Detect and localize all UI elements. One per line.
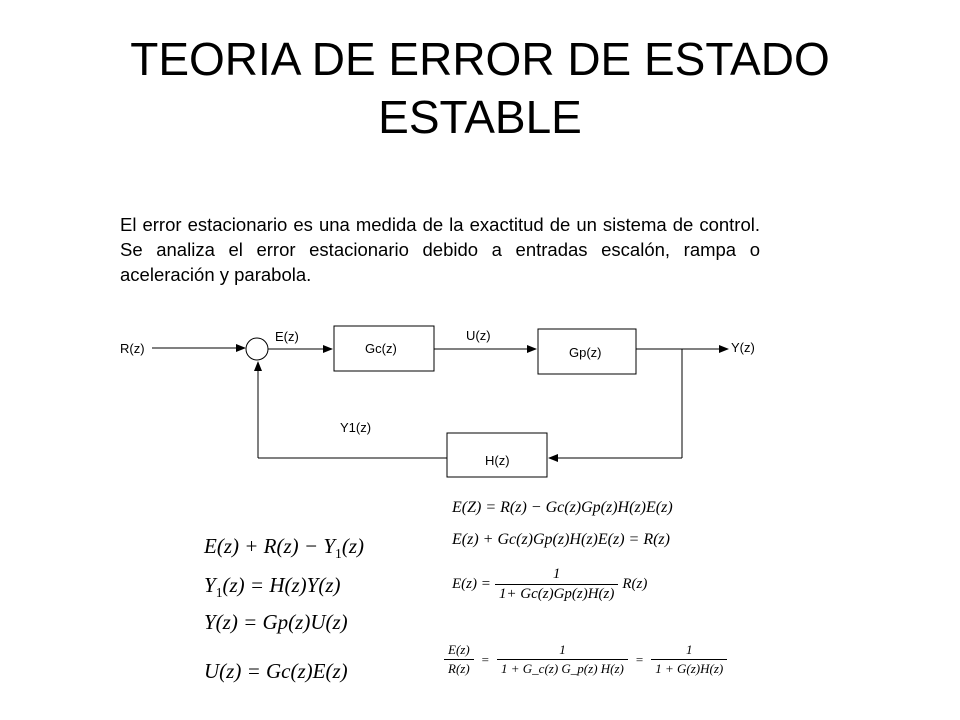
label-feedback-signal: Y1(z) (340, 420, 371, 435)
eq-left-1: E(z) + R(z) − Y1(z) (204, 534, 364, 562)
eq-left-3: Y(z) = Gp(z)U(z) (204, 610, 348, 634)
eq-right-4-rhs: 1 1 + G(z)H(z) (651, 642, 728, 677)
eq-right-3-fraction: 1 1+ Gc(z)Gp(z)H(z) (494, 566, 619, 603)
summing-junction (245, 337, 269, 361)
plant-block (537, 328, 637, 375)
intro-paragraph: El error estacionario es una medida de l… (120, 214, 760, 285)
eq-left-2: Y1(z) = H(z)Y(z) (204, 573, 341, 601)
title-line-2: ESTABLE (378, 91, 582, 143)
label-control-signal: U(z) (466, 328, 491, 343)
eq-right-4: E(z) R(z) = 1 1 + G_c(z) G_p(z) H(z) = 1… (440, 642, 731, 677)
eq-right-4-middle: 1 1 + G_c(z) G_p(z) H(z) (497, 642, 628, 677)
title-line-1: TEORIA DE ERROR DE ESTADO (130, 33, 830, 85)
label-error: E(z) (275, 329, 299, 344)
feedback-block (446, 432, 548, 478)
label-plant: Gp(z) (569, 345, 602, 360)
label-input: R(z) (120, 341, 145, 356)
eq-right-3-lhs: E(z) = (452, 576, 491, 592)
controller-block (333, 325, 435, 372)
label-feedback: H(z) (485, 453, 510, 468)
label-controller: Gc(z) (365, 341, 397, 356)
eq-right-4-lhs: E(z) R(z) (444, 642, 474, 677)
eq-left-4: U(z) = Gc(z)E(z) (204, 659, 348, 683)
eq-right-1: E(Z) = R(z) − Gc(z)Gp(z)H(z)E(z) (452, 499, 673, 516)
eq-right-3-rhs: R(z) (622, 576, 648, 592)
eq-right-2: E(z) + Gc(z)Gp(z)H(z)E(z) = R(z) (452, 531, 670, 548)
eq-right-3: E(z) = 1 1+ Gc(z)Gp(z)H(z) R(z) (452, 566, 647, 603)
label-output: Y(z) (731, 340, 755, 355)
slide-title: TEORIA DE ERROR DE ESTADO ESTABLE (0, 30, 960, 146)
